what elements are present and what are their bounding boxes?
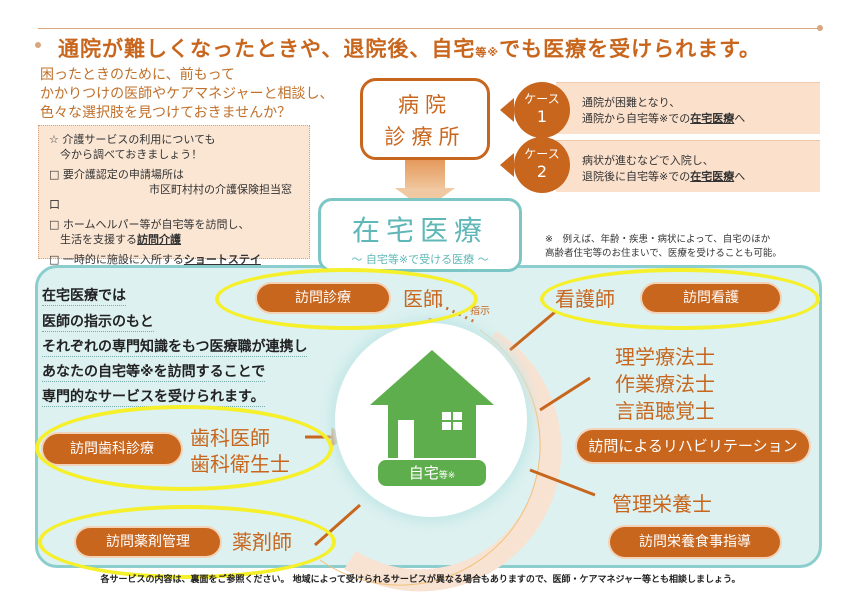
checklist-text: 市区町村村の介護保険担当窓口 [49, 183, 292, 211]
case-text: 通院が困難となり、 [582, 96, 681, 109]
home-care-title: 在宅医療 [351, 214, 488, 247]
hospital-label: 診療所 [384, 125, 466, 149]
checklist-box: ☆ 介護サービスの利用についても 今から調べておきましょう！ □ 要介護認定の申… [38, 125, 310, 266]
label-st: 言語聴覚士 [615, 399, 715, 423]
divider [38, 28, 820, 29]
note-line: 高齢者住宅等のお住まいで、医療を受けることも可能。 [545, 248, 782, 259]
case-number: 1 [536, 107, 548, 126]
page-title: 通院が難しくなったときや、退院後、自宅等※でも医療を受けられます。 [58, 37, 761, 61]
label-instruction: 指示 [470, 306, 490, 317]
home-care-box: 在宅医療 ～ 自宅等※で受ける医療 ～ [318, 198, 522, 272]
checklist-item: □ 要介護認定の申請場所は [49, 168, 184, 181]
note: ※ 例えば、年齢・疾患・病状によって、自宅のほか高齢者住宅等のお住まいで、医療を… [545, 233, 782, 261]
case-label: ケース [524, 92, 560, 106]
case-number: 2 [536, 162, 548, 181]
highlight-ellipse [540, 268, 820, 330]
checklist-bold: 訪問介護 [137, 233, 181, 246]
arrow-nurse [509, 310, 556, 352]
intro-text: 困ったときのために、前もって かかりつけの医師やケアマネジャーと相談し、 色々な… [40, 66, 333, 123]
case-text: 退院後に自宅等※での [582, 170, 691, 183]
home-label-text: 自宅 [408, 464, 439, 482]
checklist-bold: ショートステイ [183, 253, 261, 266]
case-bold: 在宅医療 [690, 112, 735, 125]
ring-arc [344, 330, 562, 592]
highlight-ellipse [38, 505, 336, 579]
ring-edge [319, 329, 541, 586]
case-text: 病状が進むなどで入院し、 [582, 154, 714, 167]
note-line: ※ 例えば、年齢・疾患・病状によって、自宅のほか [545, 234, 771, 245]
intro-line: かかりつけの医師やケアマネジャーと相談し、 [40, 86, 334, 102]
highlight-ellipse [35, 405, 333, 491]
intro-line: 困ったときのために、前もって [40, 67, 235, 83]
divider-dot [817, 25, 823, 31]
explain-line: あなたの自宅等※を訪問することで [42, 361, 266, 382]
checklist-text: 今から調べておきましょう！ [49, 148, 203, 161]
arrow-left-icon [500, 98, 514, 122]
case-label: ケース [524, 147, 560, 161]
home-label: 自宅等※ [378, 460, 486, 486]
checklist-text: 生活を支援する [49, 233, 137, 246]
explain-line: 在宅医療では [42, 285, 126, 306]
label-pt: 理学療法士 [615, 345, 715, 369]
highlight-ellipse [215, 268, 478, 330]
case-bold: 在宅医療 [690, 170, 735, 183]
case-1-box: 通院が困難となり、通院から自宅等※での在宅医療へ [556, 82, 820, 134]
explain-line: それぞれの専門知識をもつ医療職が連携し [42, 336, 308, 357]
home-care-subtitle: ～ 自宅等※で受ける医療 ～ [351, 253, 489, 266]
arrow-left-icon [500, 153, 514, 177]
checklist-item: □ ホームヘルパー等が自宅等を訪問し、 [49, 218, 250, 231]
case-text: へ [734, 112, 746, 125]
case-text: へ [734, 170, 746, 183]
intro-line: 色々な選択肢を見つけておきませんか？ [40, 105, 292, 121]
explain-line: 医師の指示のもと [42, 311, 154, 332]
house-icon [370, 350, 494, 458]
arrow-down-icon [405, 160, 445, 190]
label-dietitian: 管理栄養士 [612, 492, 712, 516]
home-label-small: 等※ [438, 471, 456, 481]
label-ot: 作業療法士 [615, 372, 715, 396]
arrow-rehab [539, 376, 591, 412]
footer-note: 各サービスの内容は、裏面をご参照ください。 地域によって受けられるサービスが異な… [100, 575, 741, 585]
case-2-box: 病状が進むなどで入院し、退院後に自宅等※での在宅医療へ [556, 140, 820, 192]
divider-dot [35, 42, 41, 48]
checklist-item: □ 一時的に施設に入所する [49, 253, 184, 266]
arrow-diet [529, 468, 596, 497]
hospital-box: 病院診療所 [360, 78, 490, 160]
pill-home-nutrition: 訪問栄養食事指導 [610, 527, 780, 557]
case-text: 通院から自宅等※での [582, 112, 691, 125]
pill-home-rehab: 訪問によるリハビリテーション [577, 430, 809, 462]
hospital-label: 病院 [398, 93, 452, 117]
checklist-text: ☆ 介護サービスの利用についても [49, 133, 216, 146]
